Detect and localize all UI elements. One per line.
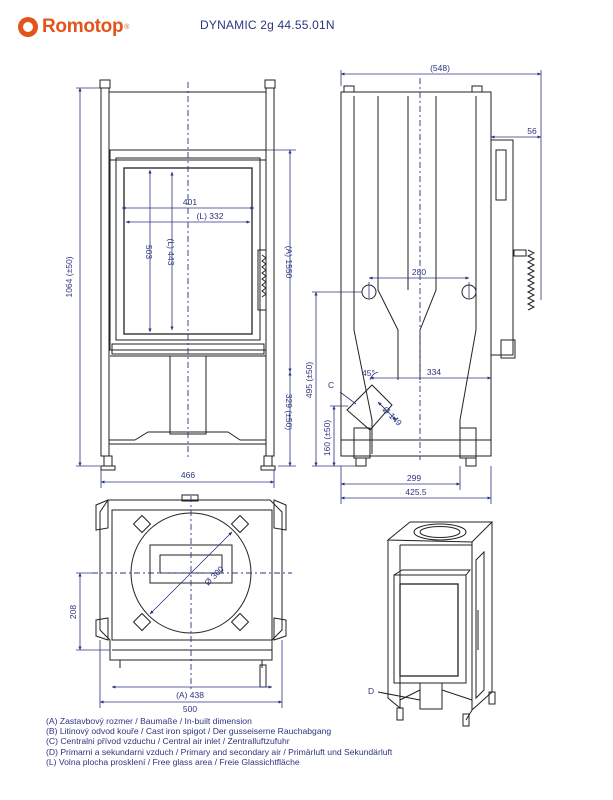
- label-c: C: [328, 380, 334, 390]
- iso-top: [386, 521, 494, 543]
- dim-stand: 329 (±50): [284, 394, 294, 430]
- legend-item-a: (A) Zastavbový rozmer / Baumaße / In-bui…: [46, 716, 252, 726]
- front-view: [99, 79, 276, 471]
- header: Romotop ®: [18, 10, 129, 44]
- dim-height-l: (L) 443: [166, 239, 176, 266]
- logo-mark-icon: [18, 17, 38, 37]
- top-body-outline: [99, 499, 283, 661]
- dim-pipe: 56: [527, 126, 537, 136]
- brand-name: Romotop: [42, 16, 124, 37]
- dim-width: 466: [181, 470, 195, 480]
- legend-item-d: (D) Primarni a sekundarni vzduch / Prima…: [46, 746, 393, 757]
- legend-item-c: (C) Centralni přívod vzduchu / Central a…: [46, 736, 290, 747]
- model-title: DYNAMIC 2g 44.55.01N: [200, 18, 335, 32]
- romotop-logo: Romotop ®: [18, 16, 129, 38]
- dim-base-height: 160 (±50): [322, 420, 332, 456]
- dim-width-glass: 401: [183, 197, 197, 207]
- dim-425: 425.5: [405, 487, 427, 497]
- iso-view: [377, 521, 496, 727]
- legend-item-l: (L) Volna plocha prosklení / Free glass …: [46, 756, 300, 767]
- dim-inlet-height: 495 (±50): [304, 362, 314, 398]
- dim-height-a: (A) 1550: [284, 246, 294, 279]
- dim-500: 500: [183, 704, 197, 714]
- legend-item-b: (B) Litinový odvod kouře / Cast iron spi…: [46, 726, 332, 737]
- dim-height-total: 1064 (±50): [64, 256, 74, 297]
- front-right-post: [265, 87, 275, 457]
- dim-diameter: Ø 149: [381, 404, 405, 428]
- side-view: [340, 85, 536, 467]
- legend: (A) Zastavbový rozmer / Baumaße / In-bui…: [46, 716, 392, 767]
- dim-spigots: 280: [412, 267, 426, 277]
- front-left-post: [100, 87, 110, 457]
- side-door-panel: [490, 139, 514, 356]
- dim-208: 208: [68, 605, 78, 619]
- dim-width-l: (L) 332: [197, 211, 224, 221]
- dim-438: (A) 438: [176, 690, 204, 700]
- label-d: D: [368, 686, 374, 696]
- registered-icon: ®: [124, 23, 130, 31]
- dim-299: 299: [407, 473, 421, 483]
- dim-angle: 45°: [362, 368, 375, 378]
- iso-stand: [419, 682, 443, 710]
- dim-height-glass: 503: [144, 245, 154, 259]
- dim-depth: (548): [430, 63, 450, 73]
- iso-door: [393, 574, 467, 684]
- dim-outlet: 334: [427, 367, 441, 377]
